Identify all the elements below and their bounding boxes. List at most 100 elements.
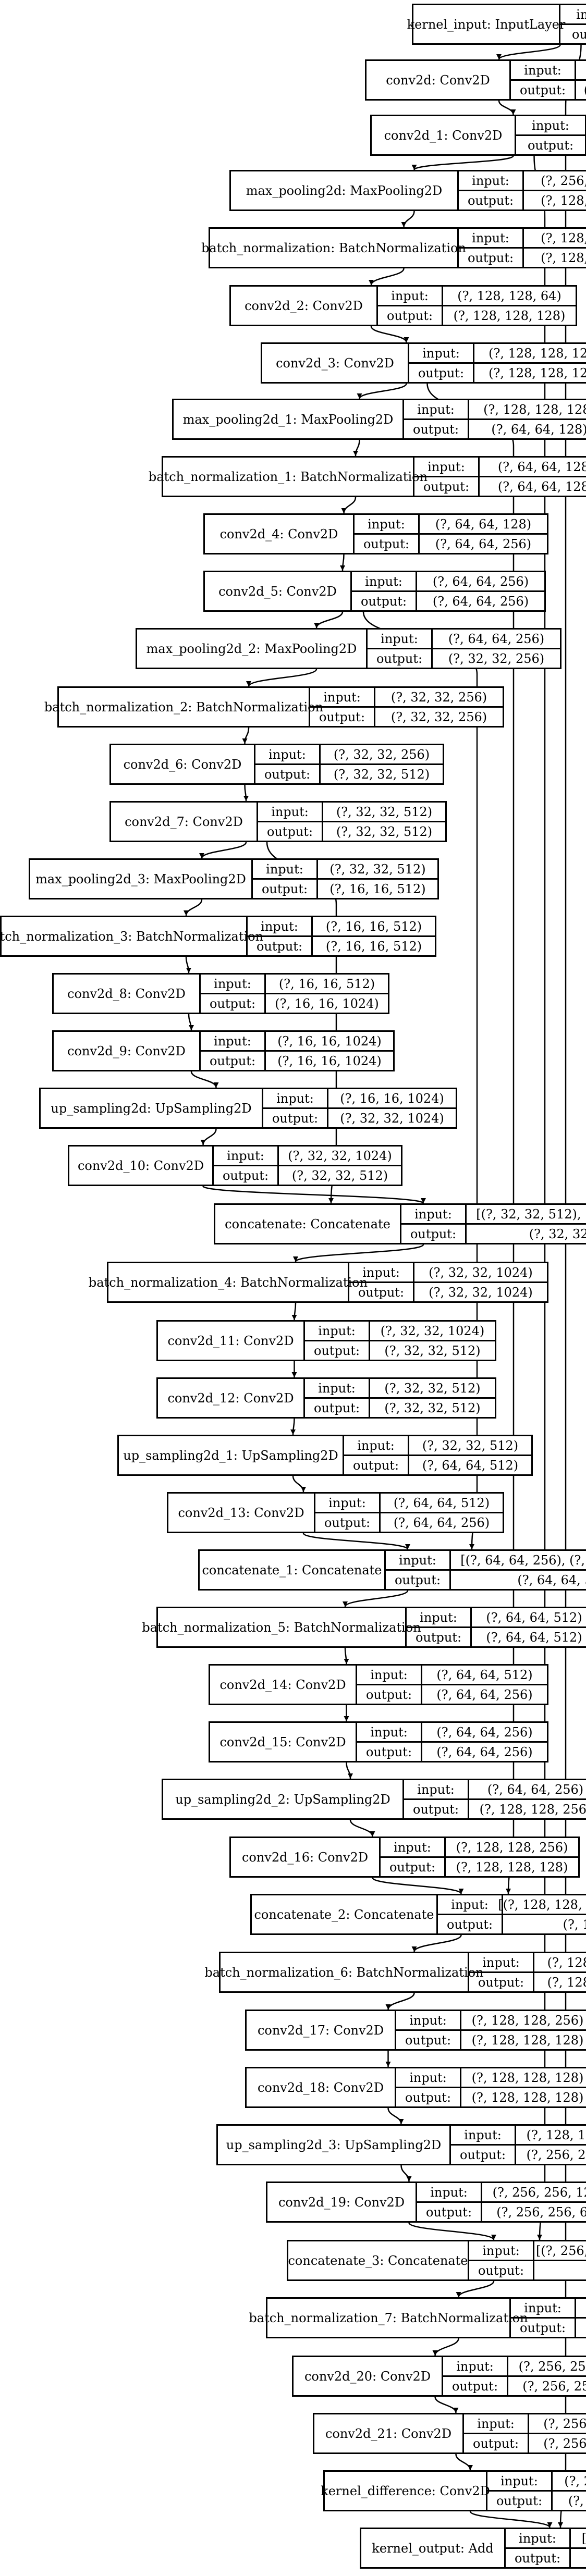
output-shape: (?, 32, 32, 1024) (529, 1226, 586, 1241)
input-label: input: (305, 1322, 370, 1340)
output-label: output: (459, 191, 524, 209)
input-shape: (?, 32, 32, 512) (384, 1381, 481, 1396)
input-label: input: (511, 61, 576, 79)
output-row: output:(?, 32, 32, 512) (255, 763, 443, 783)
layer-name: max_pooling2d_1: MaxPooling2D (174, 400, 404, 438)
input-shape: (?, 128, 128, 128) (471, 2070, 584, 2085)
output-row: output:(?, 128, 128, 128) (381, 1856, 578, 1876)
input-row: input: (?, 32, 32, 512) (305, 1379, 495, 1397)
edge-conv2d-20-to-conv2d-21 (434, 2396, 459, 2413)
output-shape: (?, 32, 32, 256) (448, 651, 545, 666)
layer-name: conv2d_9: Conv2D (54, 1032, 201, 1070)
input-row: input:(?, 32, 32, 256) (255, 745, 443, 763)
edge-conv2d-13-to-concatenate-1 (302, 1532, 410, 1550)
layer-name: conv2d_16: Conv2D (231, 1838, 381, 1876)
input-shape: (?, 128, 128, 256) (456, 1840, 568, 1855)
output-row: output:(?, 256, 256, 1) (506, 2547, 586, 2567)
output-shape: (?, 256, 256, 64) (522, 2378, 586, 2394)
edge-concatenate-2-to-batch-normalization-6 (411, 1934, 462, 1952)
input-shape: (?, 32, 32, 256) (390, 689, 487, 705)
input-shape: [(?, 256, 256, 64), (?, 256, 256, 64)] (535, 2243, 586, 2258)
edge-conv2d-4-to-conv2d-5 (340, 554, 346, 571)
layer-name: concatenate_3: Concatenate (288, 2241, 469, 2279)
output-shape: (?, 16, 16, 512) (325, 939, 422, 954)
layer-name: batch_normalization: BatchNormalization (201, 229, 466, 267)
input-shape: (?, 16, 16, 512) (325, 919, 422, 934)
input-label: input: (469, 2241, 534, 2260)
edge-conv2d-18-to-up-sampling2d-3 (387, 2107, 404, 2125)
edge-kernel-difference-to-kernel-output (469, 2511, 553, 2528)
input-label: input: (401, 1205, 467, 1223)
edge-batch-normalization-3-to-conv2d-8 (185, 956, 191, 973)
layer-name: conv2d_14: Conv2D (210, 1666, 357, 1704)
layer-name: max_pooling2d_3: MaxPooling2D (30, 860, 253, 898)
input-row: input:[(?, 256, 256, 64), (?, 256, 256, … (469, 2241, 586, 2260)
input-label: input: (409, 344, 474, 362)
input-label: input: (469, 1953, 534, 1971)
output-shape: (?, 64, 64, 256) (435, 536, 532, 551)
output-shape: (?, 32, 32, 1024) (429, 1285, 533, 1300)
input-label: input: (305, 1379, 370, 1397)
input-row: input:[(?, 64, 64, 256), (?, 64, 64, 256… (386, 1551, 586, 1569)
layer-name: batch_normalization_5: BatchNormalizatio… (142, 1608, 421, 1646)
edge-conv2d-5-to-max-pooling2d-2 (314, 611, 344, 628)
output-shape: (?, 32, 32, 256) (390, 709, 487, 724)
output-shape: (?, 64, 64, 256) (393, 1515, 490, 1530)
edge-conv2d-6-to-conv2d-7 (243, 784, 249, 802)
layer-node-batch-normalization-6: batch_normalization_6: BatchNormalizatio… (204, 1952, 586, 1993)
output-row: output:(?, 64, 64, 512) (344, 1455, 531, 1474)
output-label: output: (459, 249, 524, 267)
output-label: output: (344, 1456, 409, 1474)
layer-name: conv2d_2: Conv2D (231, 287, 378, 325)
edge-up-sampling2d-3-to-conv2d-19 (400, 2165, 412, 2182)
edge-conv2d-8-to-conv2d-9 (188, 1014, 194, 1031)
input-row: input:(?, 64, 64, 512) (357, 1666, 547, 1684)
input-row: input:(?, 256, 256, 64) (464, 2414, 586, 2433)
input-shape: (?, 64, 64, 128) (497, 459, 586, 474)
input-row: input:(?, 128, 128, 64) (459, 229, 586, 247)
input-shape: (?, 16, 16, 1024) (277, 1033, 382, 1049)
output-row: output:(?, 128, 128, 128) (396, 2029, 586, 2049)
input-label: input: (381, 1838, 446, 1856)
input-shape: (?, 32, 32, 256) (333, 747, 430, 762)
input-shape: (?, 32, 32, 512) (329, 861, 426, 877)
edge-up-sampling2d-2-to-conv2d-16 (349, 1819, 375, 1837)
input-shape: (?, 16, 16, 1024) (340, 1091, 444, 1106)
input-shape: (?, 32, 32, 512) (336, 804, 433, 819)
output-label: output: (258, 822, 323, 841)
output-row: output:(?, 256, 256, 64) (443, 2375, 586, 2395)
output-label: output: (511, 2319, 576, 2337)
input-shape: (?, 256, 256, 128) (576, 2299, 586, 2317)
edge-conv2d-10-to-concatenate (202, 1185, 426, 1204)
output-label: output: (506, 2549, 571, 2567)
layer-node-batch-normalization-7: batch_normalization_7: BatchNormalizatio… (249, 2297, 586, 2338)
input-label: input: (310, 688, 375, 706)
input-shape: (?, 128, 128, 128) (483, 402, 586, 417)
output-row: output:(?, 16, 16, 512) (253, 878, 437, 898)
layer-name: conv2d_17: Conv2D (247, 2011, 396, 2049)
input-row: input:(?, 256, 256, 128) (511, 2299, 586, 2317)
layer-name: conv2d_5: Conv2D (205, 572, 352, 610)
layer-node-batch-normalization-1: batch_normalization_1: BatchNormalizatio… (149, 456, 586, 497)
edge-batch-normalization-to-conv2d-2 (369, 268, 405, 286)
input-row: input:(?, 32, 32, 512) (258, 803, 445, 821)
output-shape: (?, 128, 128, 256) (479, 1802, 586, 1817)
output-row: output:(?, 256, 256, 128) (469, 2260, 586, 2279)
layer-name: conv2d_21: Conv2D (314, 2414, 464, 2452)
output-shape: (?, 64, 64, 256) (432, 594, 529, 609)
input-row: input:(?, 128, 128, 128) (404, 400, 586, 418)
input-shape: (?, 32, 32, 512) (422, 1438, 519, 1453)
input-shape: (?, 256, 256, 64) (564, 2473, 586, 2488)
output-label: output: (381, 1858, 446, 1876)
output-row: output:(?, 32, 32, 512) (305, 1340, 495, 1360)
input-row: input:[(?, 256, 256, 1)] (560, 5, 586, 23)
layer-name: batch_normalization_4: BatchNormalizatio… (89, 1263, 368, 1301)
